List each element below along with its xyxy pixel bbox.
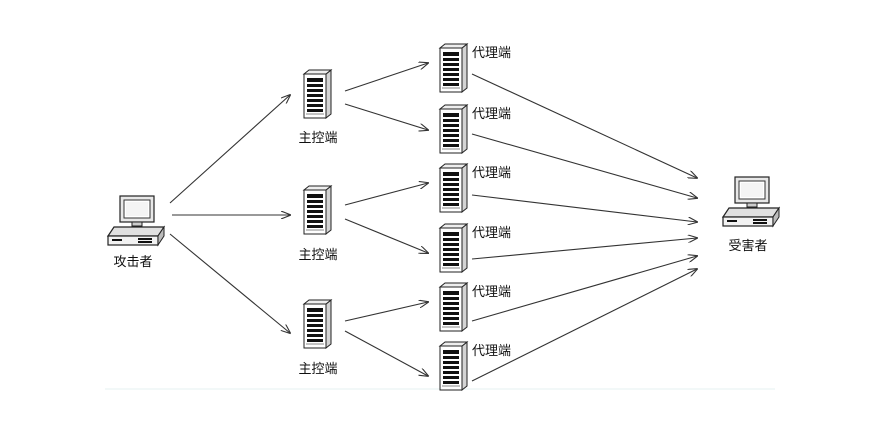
node-label-agent-1: 代理端 — [472, 46, 511, 61]
node-master-3: 主控端 — [298, 298, 338, 377]
server-tower-icon — [438, 42, 469, 94]
node-attacker: 攻击者 — [106, 195, 166, 270]
node-master-1: 主控端 — [298, 68, 338, 146]
server-tower-icon — [438, 103, 469, 155]
edge-agent-1-to-victim — [471, 73, 697, 178]
edge-agent-4-to-victim — [471, 238, 697, 260]
node-victim: 受害者 — [721, 176, 781, 254]
edge-master-2-to-agent-3 — [344, 183, 428, 206]
node-label-attacker: 攻击者 — [113, 255, 152, 270]
node-label-agent-6: 代理端 — [472, 344, 511, 359]
edge-agent-6-to-victim — [471, 269, 697, 382]
node-label-master-2: 主控端 — [298, 248, 337, 263]
server-tower-icon — [438, 340, 469, 392]
edge-master-3-to-agent-6 — [344, 330, 428, 376]
edge-agent-2-to-victim — [471, 133, 697, 198]
edges-layer — [169, 63, 697, 382]
server-tower-icon — [302, 68, 333, 120]
node-label-victim: 受害者 — [728, 238, 767, 254]
server-tower-icon — [438, 162, 469, 214]
node-label-agent-4: 代理端 — [472, 226, 511, 241]
edge-master-1-to-agent-1 — [344, 63, 428, 92]
edge-attacker-to-master-1 — [169, 95, 290, 204]
node-agent-1: 代理端 — [438, 42, 511, 94]
edge-master-2-to-agent-4 — [344, 218, 428, 253]
node-agent-5: 代理端 — [438, 281, 511, 333]
node-label-agent-2: 代理端 — [472, 107, 511, 122]
edge-master-3-to-agent-5 — [344, 302, 428, 322]
server-tower-icon — [302, 298, 333, 350]
node-agent-4: 代理端 — [438, 222, 511, 274]
edge-agent-5-to-victim — [471, 256, 697, 322]
edge-agent-3-to-victim — [471, 194, 697, 222]
server-tower-icon — [438, 222, 469, 274]
edge-master-1-to-agent-2 — [344, 103, 428, 130]
node-agent-3: 代理端 — [438, 162, 511, 214]
node-agent-6: 代理端 — [438, 340, 511, 392]
desktop-computer-icon — [721, 176, 781, 228]
node-agent-2: 代理端 — [438, 103, 511, 155]
node-label-master-1: 主控端 — [298, 131, 337, 146]
server-tower-icon — [302, 184, 333, 236]
node-label-master-3: 主控端 — [298, 362, 337, 377]
server-tower-icon — [438, 281, 469, 333]
node-master-2: 主控端 — [298, 184, 338, 263]
edge-attacker-to-master-3 — [169, 233, 290, 333]
node-label-agent-3: 代理端 — [472, 166, 511, 181]
node-label-agent-5: 代理端 — [472, 285, 511, 300]
desktop-computer-icon — [106, 195, 166, 247]
